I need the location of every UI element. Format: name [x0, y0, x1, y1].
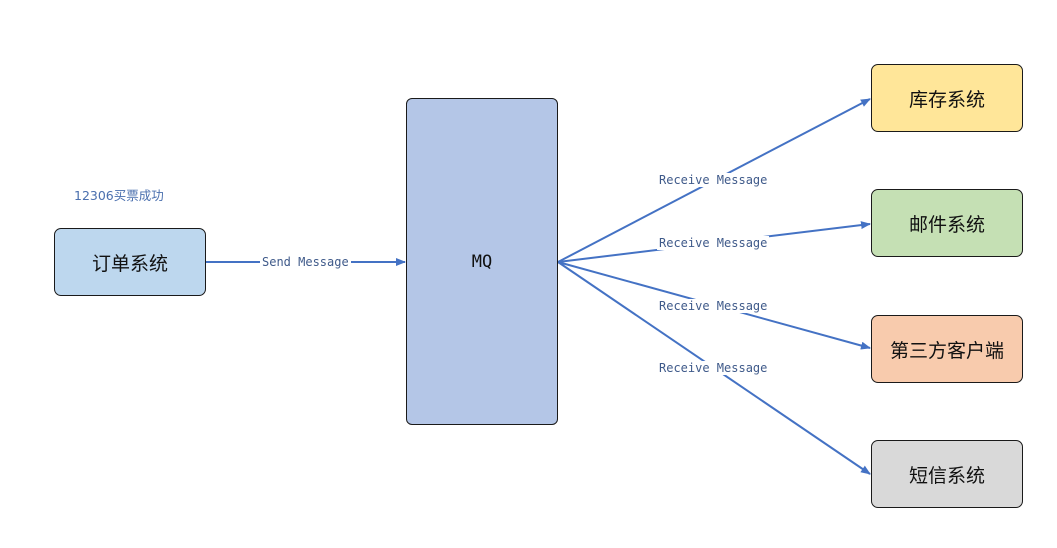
receive-message-label-sms: Receive Message: [657, 361, 770, 375]
sms-system-node[interactable]: 短信系统: [871, 440, 1023, 508]
order-system-node[interactable]: 订单系统: [54, 228, 206, 296]
mail-system-node[interactable]: 邮件系统: [871, 189, 1023, 257]
mail-system-label: 邮件系统: [908, 213, 985, 236]
inventory-system-node[interactable]: 库存系统: [871, 64, 1023, 132]
receive-message-label-inventory: Receive Message: [657, 173, 770, 187]
inventory-system-label: 库存系统: [908, 88, 985, 111]
sms-system-label: 短信系统: [908, 464, 985, 487]
send-message-label: Send Message: [260, 255, 351, 269]
receive-message-label-third-party: Receive Message: [657, 299, 770, 313]
receive-message-label-mail: Receive Message: [657, 236, 770, 250]
third-party-client-label: 第三方客户端: [889, 339, 1004, 362]
purchase-success-note: 12306买票成功: [74, 188, 164, 203]
order-system-label: 订单系统: [91, 252, 168, 275]
third-party-client-node[interactable]: 第三方客户端: [871, 315, 1023, 383]
mq-label: MQ: [471, 251, 493, 272]
mq-node[interactable]: MQ: [406, 98, 558, 425]
